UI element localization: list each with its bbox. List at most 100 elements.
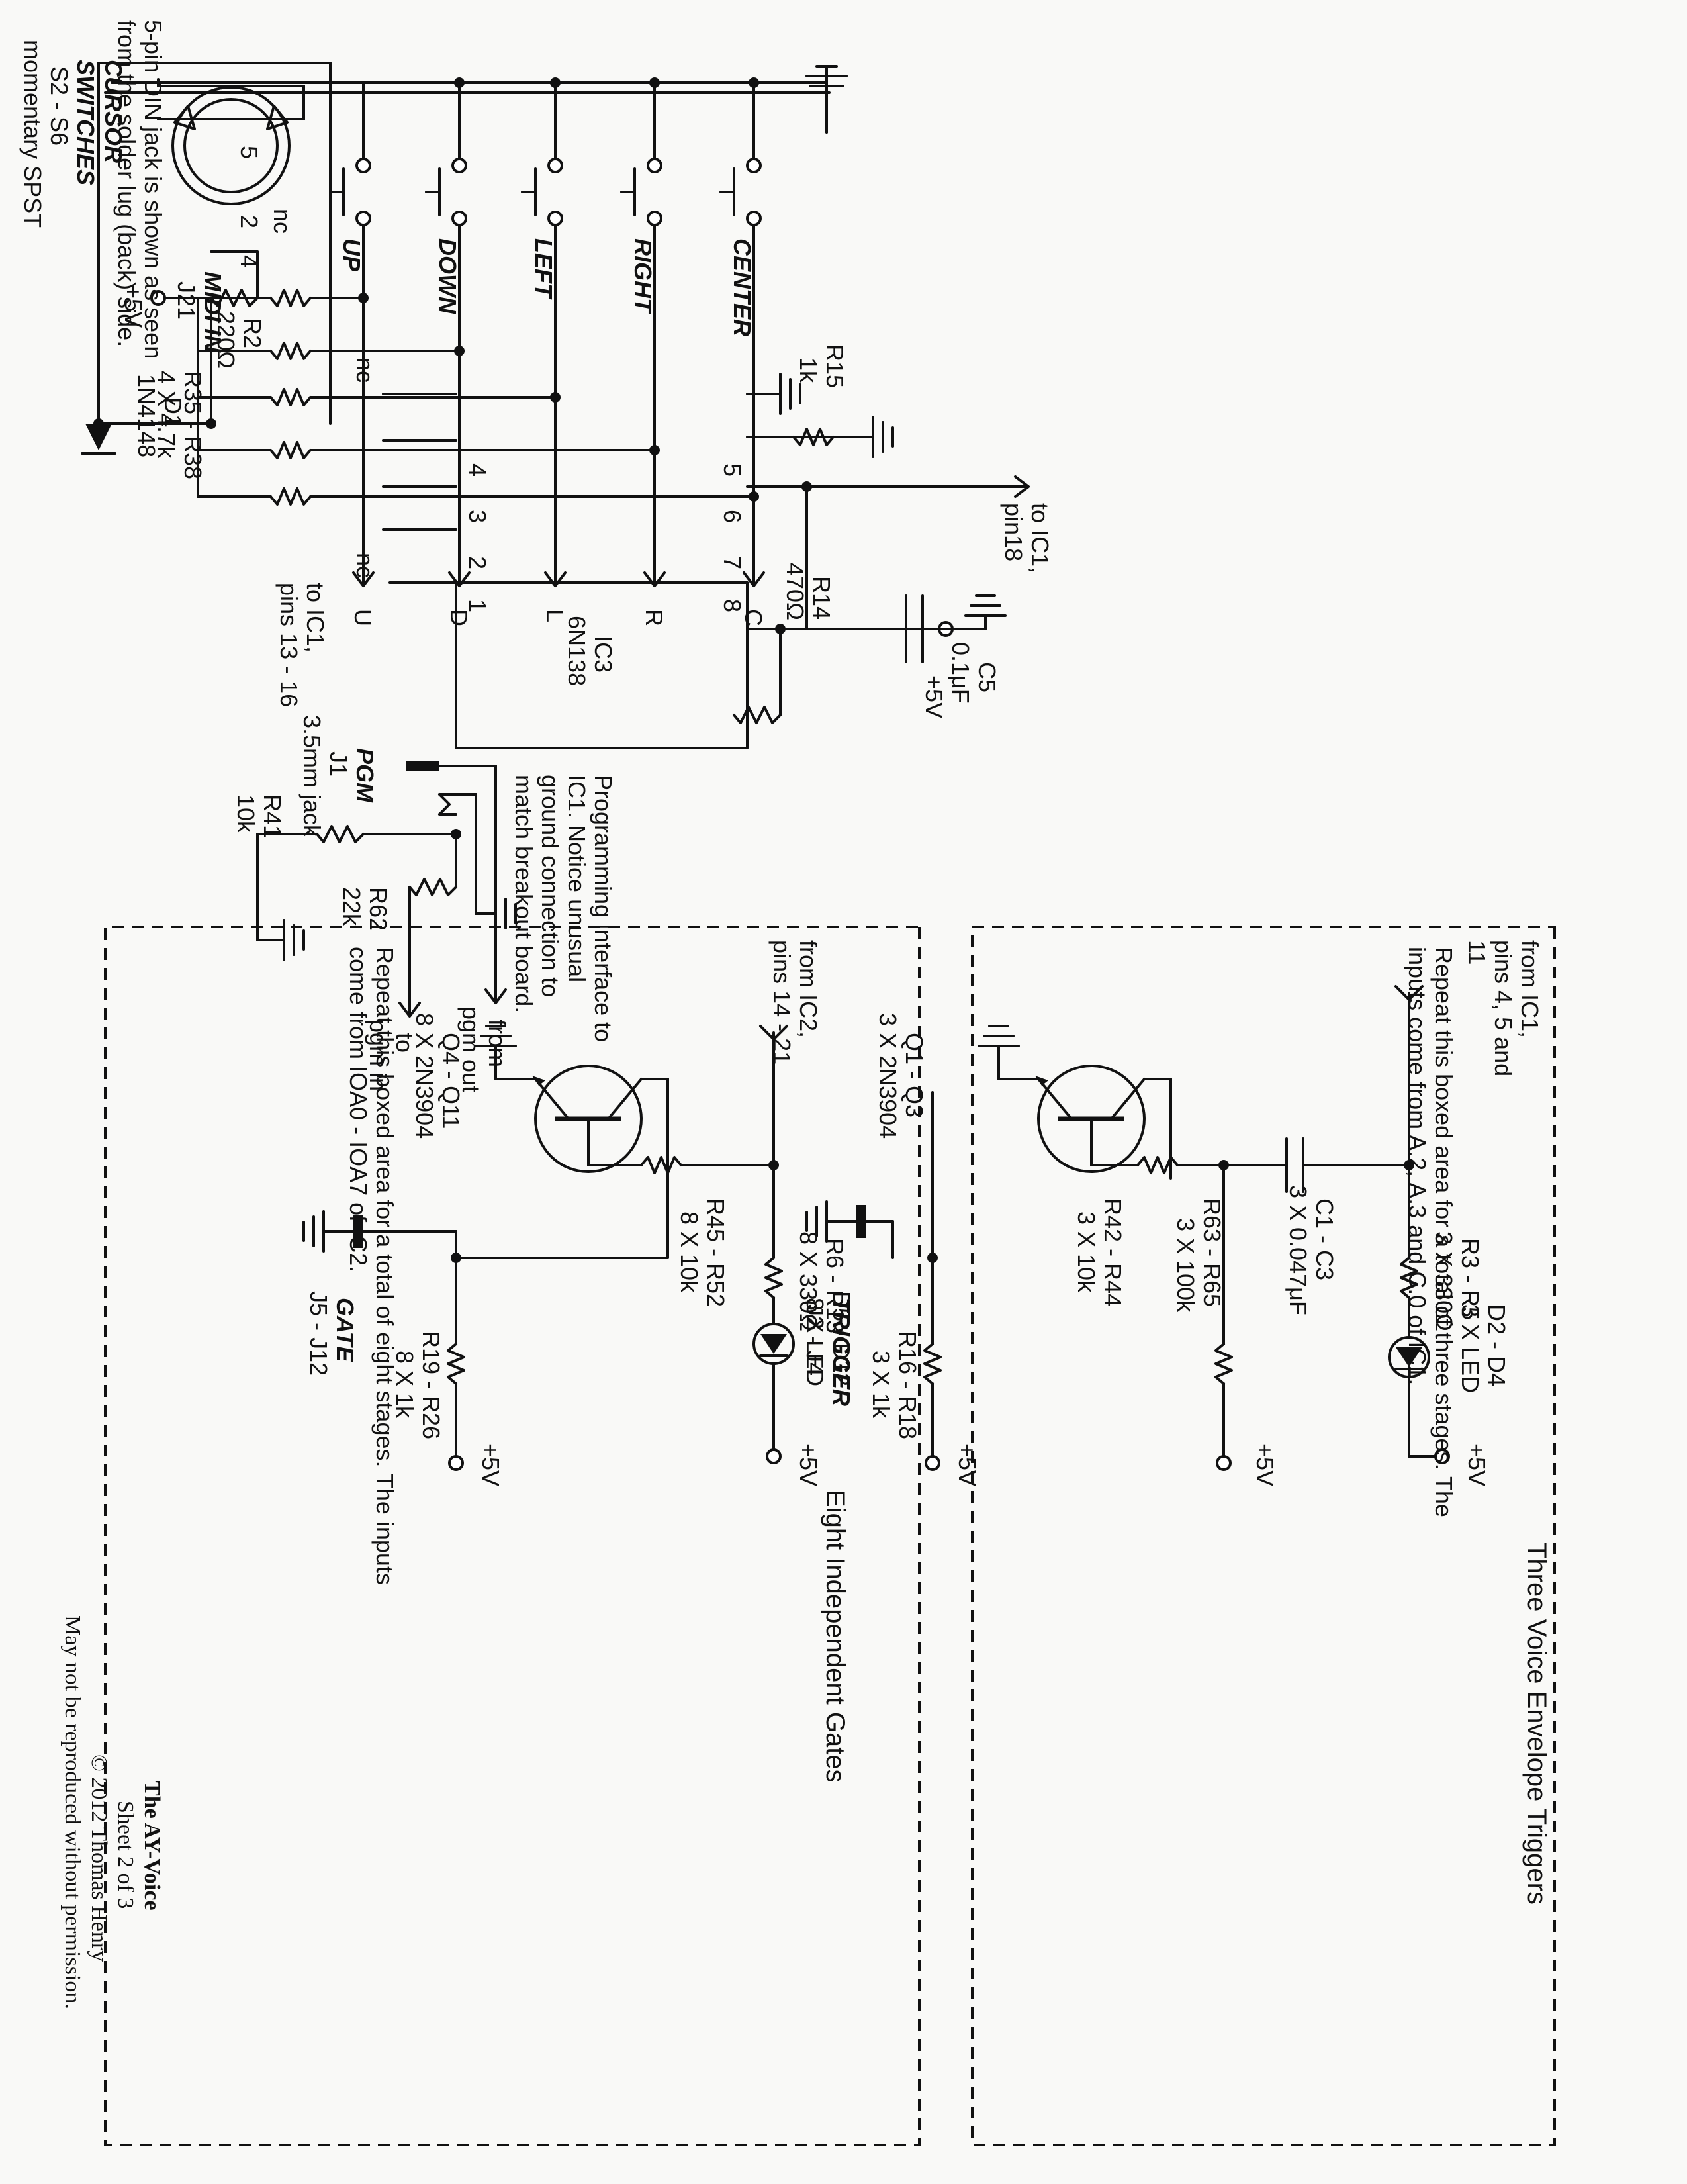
c5-val: 0.1μF — [947, 642, 974, 704]
r62-val: 22k — [338, 887, 365, 926]
env-rled-val: 3 X 330Ω — [1430, 1231, 1457, 1331]
capacitor-c5 — [905, 594, 987, 663]
ic3-box — [455, 581, 749, 749]
cursor-title-1: CURSOR — [100, 60, 127, 163]
ic3-pin-2: 2 — [464, 556, 491, 569]
output-l: L — [541, 609, 569, 622]
env-note-1: Repeat this boxed area for a total of th… — [1430, 947, 1457, 1517]
pgm-jack-type: 3.5mm jack — [298, 715, 326, 837]
c5-ref: C5 — [974, 662, 1001, 692]
ic3-ref: IC3 — [590, 636, 617, 673]
midi-note-2: from the solder lug (back) side. — [113, 20, 140, 347]
gates-rb-ref: R45 - R52 — [702, 1198, 729, 1307]
gates-box — [104, 926, 921, 2146]
gates-supply-1: +5V — [795, 1443, 822, 1486]
envelope-title: Three Voice Envelope Triggers — [1522, 1543, 1551, 1905]
midi-dest-1: to IC1, — [1026, 503, 1054, 573]
cursor-ref: S2 - S6 — [46, 66, 73, 146]
pgm-title: PGM — [351, 748, 379, 803]
ground-symbol — [978, 1025, 1020, 1080]
env-rb-ref: R42 - R44 — [1099, 1198, 1126, 1307]
r41-val: 10k — [232, 794, 259, 833]
pgm-note-2: IC1. Notice unusual — [563, 775, 590, 982]
pgm-jack — [406, 761, 497, 816]
switch-center — [719, 158, 762, 226]
gates-rc-val: 8 X 1k — [391, 1351, 418, 1419]
pullups-ref: R35 - R38 — [179, 371, 206, 479]
env-led-val: 3 X LED — [1457, 1304, 1484, 1393]
pgm-note-3: ground connection to — [537, 775, 564, 997]
led-d5-d12 — [752, 1323, 795, 1365]
env-rpu-val: 3 X 100k — [1172, 1218, 1199, 1313]
midi-din-jack — [171, 86, 291, 205]
midi-dest-2: pin18 — [1000, 503, 1027, 561]
r41-ref: R41 — [259, 794, 286, 838]
midi-supply: +5V — [921, 675, 948, 718]
capacitor-c1-c3 — [1285, 1137, 1304, 1193]
output-c: C — [740, 609, 767, 626]
ground-symbol — [256, 919, 305, 961]
din-pin-4: 4 — [236, 255, 263, 268]
env-rpu-ref: R63 - R65 — [1199, 1198, 1226, 1307]
diode-d1 — [81, 424, 116, 455]
env-led-ref: D2 - D4 — [1483, 1304, 1510, 1386]
switch-left — [521, 158, 563, 226]
switch-right — [620, 158, 662, 226]
midi-ref: J21 — [173, 281, 200, 320]
midi-section: 5 2 4 nc MIDI IN J21 5-pin DIN jack is s… — [81, 20, 1054, 749]
env-rb-val: 3 X 10k — [1073, 1211, 1100, 1293]
switch-label-right: RIGHT — [629, 238, 657, 314]
envelope-section: Three Voice Envelope Triggers +5V D2 - D… — [801, 926, 1556, 2146]
gates-q-ref: Q4 - Q11 — [437, 1033, 465, 1129]
gates-led-ref: D5 - D12 — [828, 1291, 855, 1386]
switch-label-left: LEFT — [530, 238, 557, 300]
r62-ref: R62 — [365, 887, 392, 931]
r2-val: 220Ω — [212, 311, 240, 369]
envelope-supply-3: +5V — [954, 1443, 981, 1486]
ground-symbol — [805, 65, 848, 134]
output-r: R — [641, 609, 668, 626]
envelope-supply-1: +5V — [1463, 1443, 1490, 1486]
ground-symbol — [475, 1025, 517, 1080]
pgm-jack-ref: J1 — [325, 751, 352, 777]
transistor-q4-q11 — [532, 1065, 643, 1173]
gates-q-val: 8 X 2N3904 — [411, 1013, 438, 1139]
d1-ref: D1 — [160, 397, 187, 428]
ic3-pin-6: 6 — [719, 510, 746, 523]
gates-out-title: GATE — [332, 1298, 359, 1362]
gates-supply-2: +5V — [477, 1443, 504, 1486]
r15-ref: R15 — [821, 344, 848, 388]
gates-note-2: come from IOA0 - IOA7 of IC2. — [345, 947, 372, 1272]
footer-copyright: © 2012 Thomas Henry — [87, 1754, 111, 1962]
env-rled-ref: R3 - R5 — [1457, 1238, 1484, 1320]
footer-title: The AY-Voice — [140, 1781, 164, 1911]
env-out-title: TRIGGER — [828, 1298, 855, 1406]
env-q-ref: Q1 - Q3 — [901, 1033, 928, 1117]
switch-label-down: DOWN — [434, 238, 461, 314]
pgm-note-4: match breakout board. — [510, 775, 537, 1013]
pgm-section: PGM J1 3.5mm jack R41 10k R62 — [232, 715, 617, 1092]
ground-symbol — [746, 373, 801, 415]
env-src-3: 11 — [1463, 940, 1490, 965]
footer-notice: May not be reproduced without permission… — [60, 1615, 85, 2009]
d1-val: 1N4148 — [133, 374, 160, 457]
ic3-pin-3: 3 — [464, 510, 491, 523]
cursor-dest-2: pins 13 - 16 — [275, 583, 302, 707]
ground-symbol — [964, 594, 1007, 630]
pgm-to-2: pgm in — [365, 1020, 392, 1091]
switch-label-up: UP — [338, 238, 365, 272]
envelope-supply-2: +5V — [1252, 1443, 1279, 1486]
r14-val: 470Ω — [782, 563, 809, 620]
switch-down — [425, 158, 467, 226]
gates-led-val: 8 X LED — [801, 1298, 829, 1386]
gates-out-ref: J5 - J12 — [305, 1291, 332, 1376]
din-pin-2: 2 — [236, 215, 263, 228]
din-nc: nc — [269, 209, 296, 234]
gates-note-1: Repeat this boxed area for a total of ei… — [371, 947, 398, 1585]
ic3-nc-1: nc — [351, 553, 379, 578]
cursor-dest-1: to IC1, — [302, 583, 329, 653]
ic3-pin-7: 7 — [719, 556, 746, 569]
r15-val: 1k — [795, 357, 822, 383]
